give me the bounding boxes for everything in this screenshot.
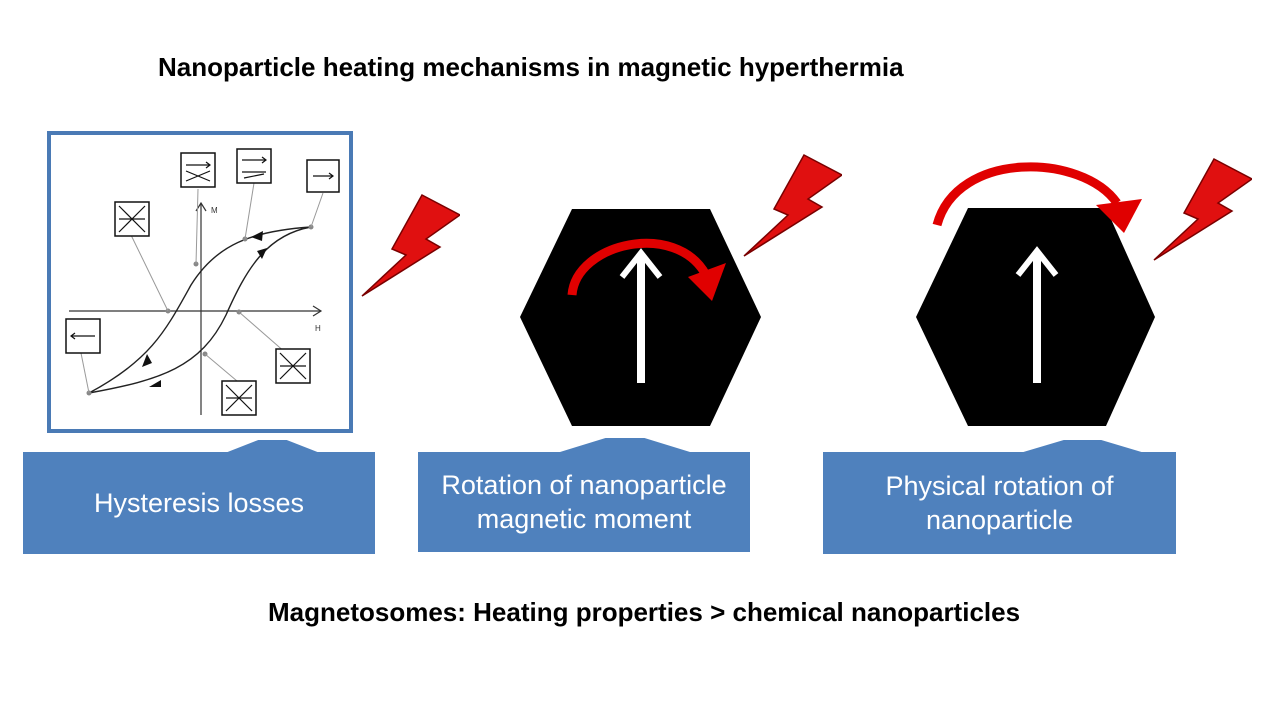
lightning-bolt-icon — [1153, 157, 1252, 261]
axis-h-label: H — [315, 324, 321, 333]
lightning-bolt-icon — [361, 193, 460, 297]
hysteresis-lower-branch — [88, 226, 312, 394]
hysteresis-graph-frame: M H — [47, 131, 353, 433]
conclusion-text: Magnetosomes: Heating properties > chemi… — [268, 597, 1021, 627]
callout-label: Rotation of nanoparticle magnetic moment — [441, 470, 727, 534]
magnetic-moment-arrow-icon — [1015, 246, 1059, 383]
rotation-arrow-icon — [567, 238, 726, 301]
nanoparticle-physical-rotation — [916, 162, 1155, 426]
callout-moment-rotation: Rotation of nanoparticle magnetic moment — [418, 452, 750, 552]
hysteresis-loop-graph: M H — [65, 148, 340, 416]
callout-label: Physical rotation of nanoparticle — [885, 471, 1114, 535]
page-title: Nanoparticle heating mechanisms in magne… — [158, 52, 904, 82]
callout-hysteresis-losses: Hysteresis losses — [23, 452, 375, 554]
axis-m-label: M — [211, 206, 218, 215]
callout-pointer — [560, 438, 690, 452]
lightning-bolt-icon — [743, 153, 842, 257]
rotation-arrow-icon — [932, 162, 1142, 233]
magnetic-moment-arrow-icon — [619, 248, 663, 383]
callout-label: Hysteresis losses — [93, 488, 305, 518]
nanoparticle-moment-rotation — [520, 209, 761, 426]
callout-physical-rotation: Physical rotation of nanoparticle — [823, 452, 1176, 554]
